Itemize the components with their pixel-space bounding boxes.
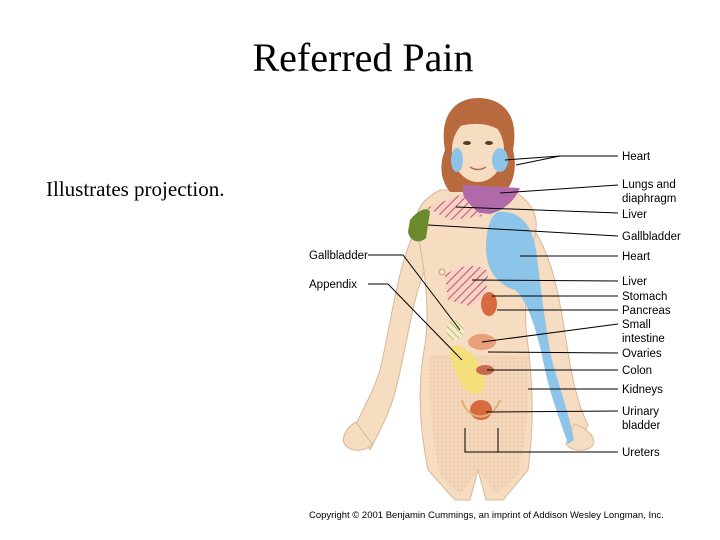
label-stomach: Stomach [622, 291, 667, 303]
body-diagram: Heart Lungs and diaphragm Liver Gallblad… [309, 98, 681, 501]
label-gallbladder-shoulder: Gallbladder [622, 231, 681, 243]
liver-zone-shoulder [427, 194, 484, 220]
label-small-intestine-2: intestine [622, 333, 665, 345]
gallbladder-zone-shoulder [408, 209, 430, 242]
label-colon: Colon [622, 365, 652, 377]
label-gallbladder-left: Gallbladder [309, 250, 368, 262]
label-small-intestine-1: Small [622, 319, 651, 331]
slide-title: Referred Pain [252, 35, 474, 80]
label-lungs-2: diaphragm [622, 193, 676, 205]
copyright-text: Copyright © 2001 Benjamin Cummings, an i… [309, 510, 664, 521]
label-pancreas: Pancreas [622, 305, 671, 317]
label-ureters: Ureters [622, 447, 660, 459]
colon-zone [476, 365, 494, 375]
liver-zone-abdomen [445, 265, 488, 306]
label-liver-shoulder: Liver [622, 209, 647, 221]
label-kidneys: Kidneys [622, 384, 663, 396]
pain-zones [408, 148, 574, 444]
leader-lines [368, 155, 619, 453]
label-appendix: Appendix [309, 279, 357, 291]
label-urinary-bladder-2: bladder [622, 420, 661, 432]
label-heart-jaw: Heart [622, 151, 651, 163]
label-liver-abdomen: Liver [622, 276, 647, 288]
heart-zone-jaw-right [492, 148, 508, 172]
stomach-zone [481, 292, 497, 316]
heart-zone-arm [486, 211, 574, 444]
gallbladder-zone-abdomen [446, 320, 464, 340]
label-ovaries: Ovaries [622, 348, 662, 360]
labels-right: Heart Lungs and diaphragm Liver Gallblad… [622, 151, 681, 459]
label-urinary-bladder-1: Urinary [622, 406, 659, 418]
heart-zone-jaw-left [451, 148, 463, 172]
labels-left: Gallbladder Appendix [309, 250, 368, 291]
referred-pain-figure: Heart Lungs and diaphragm Liver Gallblad… [300, 92, 710, 532]
bullet-text: Illustrates projection. [46, 177, 225, 201]
label-heart-arm: Heart [622, 251, 651, 263]
ureter-zone [461, 399, 501, 418]
label-lungs-1: Lungs and [622, 179, 676, 191]
